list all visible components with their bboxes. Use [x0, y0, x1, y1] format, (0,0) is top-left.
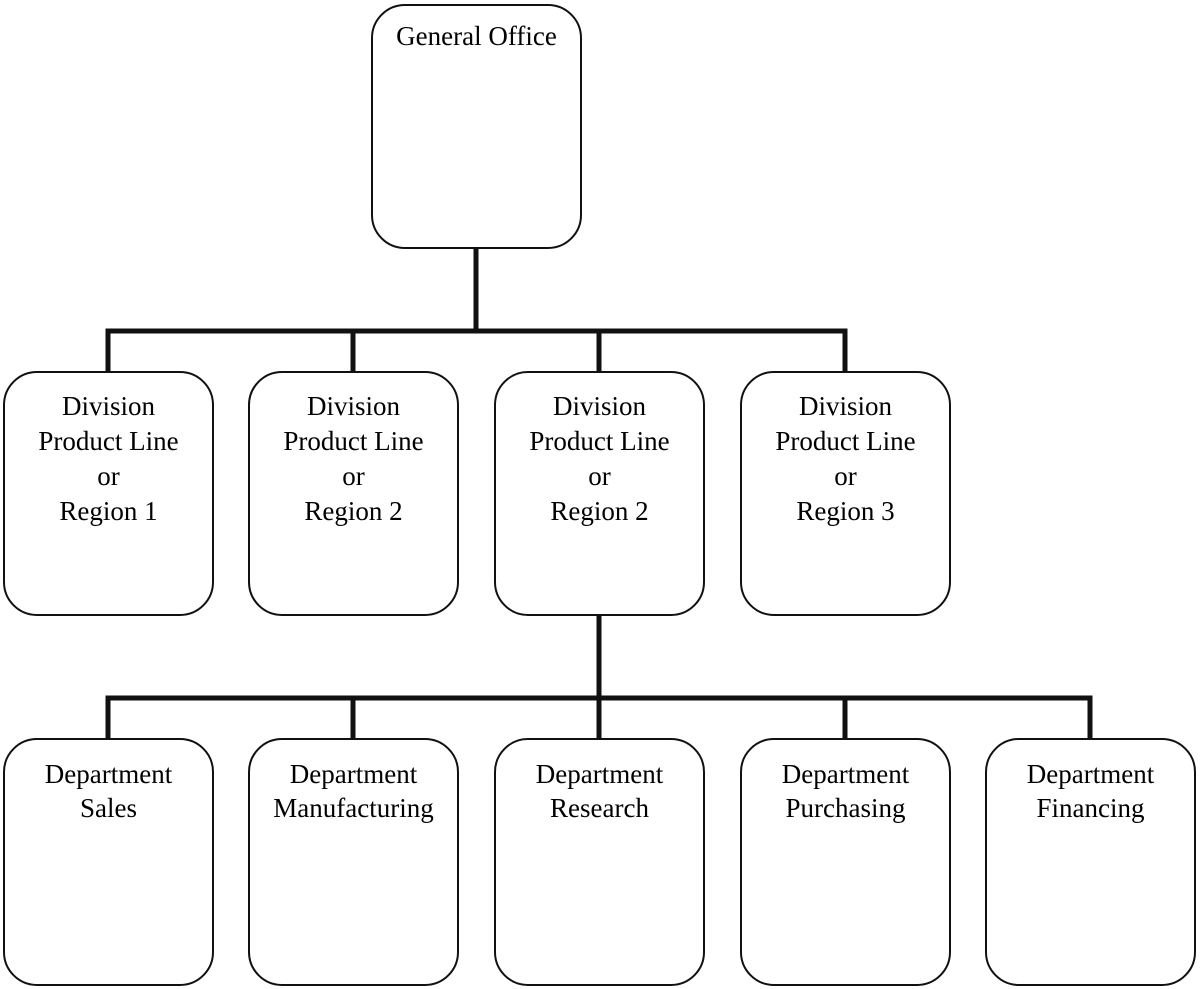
division-box-1: Division Product Line or Region 1: [3, 371, 214, 616]
department-box-purchasing: Department Purchasing: [740, 738, 951, 986]
division-1-line-2: Product Line: [38, 426, 179, 456]
department-box-research: Department Research: [494, 738, 705, 986]
department-box-sales: Department Sales: [3, 738, 214, 986]
division-1-line-4: Region 1: [59, 496, 158, 526]
division-box-2: Division Product Line or Region 2: [248, 371, 459, 616]
general-office-label: General Office: [396, 21, 557, 51]
division-3-line-4: Region 2: [550, 496, 649, 526]
department-5-line-1: Department: [1026, 759, 1155, 789]
division-1-line-1: Division: [61, 391, 155, 421]
division-2-line-1: Division: [306, 391, 400, 421]
department-3-line-2: Research: [550, 793, 649, 823]
division-4-line-4: Region 3: [796, 496, 895, 526]
department-1-line-2: Sales: [80, 793, 137, 823]
department-4-line-1: Department: [781, 759, 910, 789]
division-box-4: Division Product Line or Region 3: [740, 371, 951, 616]
division-4-line-1: Division: [798, 391, 892, 421]
department-1-line-1: Department: [44, 759, 173, 789]
department-3-line-1: Department: [535, 759, 664, 789]
department-4-line-2: Purchasing: [785, 793, 906, 823]
division-box-3: Division Product Line or Region 2: [494, 371, 705, 616]
department-2-line-1: Department: [289, 759, 418, 789]
division-2-line-4: Region 2: [304, 496, 403, 526]
department-box-financing: Department Financing: [985, 738, 1196, 986]
division-3-line-1: Division: [552, 391, 646, 421]
division-4-line-3: or: [834, 461, 857, 491]
division-1-line-3: or: [97, 461, 120, 491]
division-3-line-3: or: [588, 461, 611, 491]
department-5-line-2: Financing: [1036, 793, 1145, 823]
division-3-line-2: Product Line: [529, 426, 670, 456]
department-box-manufacturing: Department Manufacturing: [248, 738, 459, 986]
department-2-line-2: Manufacturing: [273, 793, 434, 823]
general-office-box: General Office: [371, 4, 582, 249]
division-4-line-2: Product Line: [775, 426, 916, 456]
division-2-line-3: or: [342, 461, 365, 491]
division-2-line-2: Product Line: [283, 426, 424, 456]
